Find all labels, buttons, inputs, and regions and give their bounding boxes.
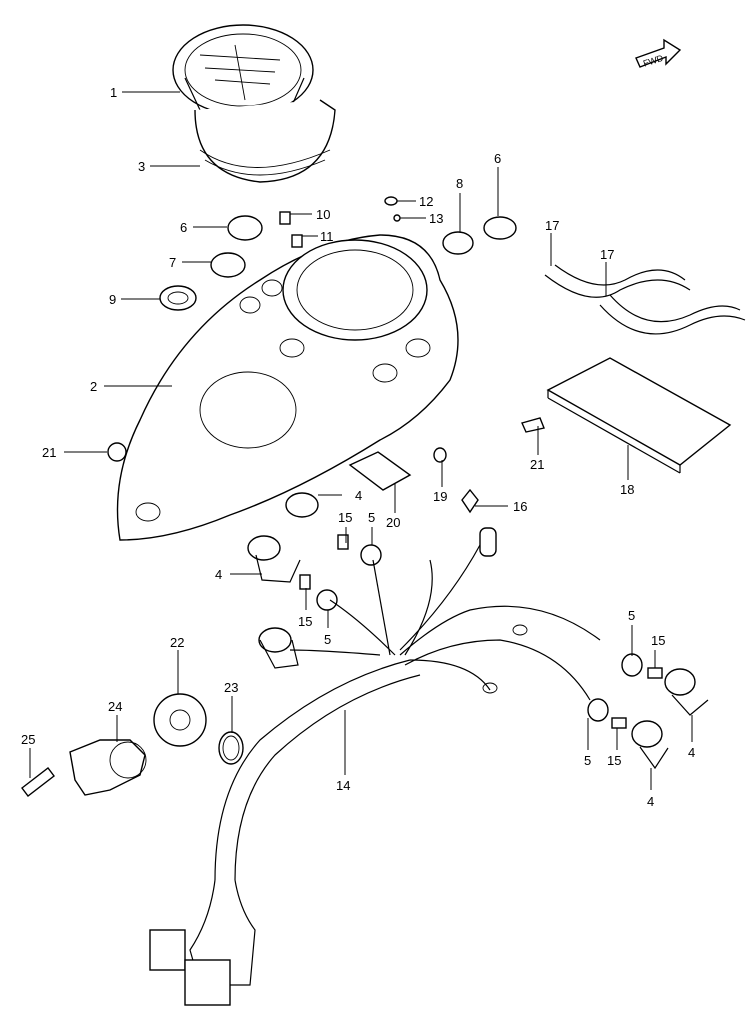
sensor-parts [21,693,244,797]
callout-4b: 4 [215,567,222,582]
callout-12: 12 [419,194,433,209]
callout-21b: 21 [530,457,544,472]
callout-4c: 4 [688,745,695,760]
callout-19: 19 [433,489,447,504]
speedometer-gauge [172,24,314,126]
callout-15c: 15 [651,633,665,648]
gauge-housing [194,99,336,183]
callout-8: 8 [456,176,463,191]
callout-24: 24 [108,699,122,714]
wiring-harness [149,544,601,1006]
callout-7: 7 [169,255,176,270]
callout-17a: 17 [545,218,559,233]
callout-15b: 15 [298,614,312,629]
callout-4a: 4 [355,488,362,503]
callout-5c: 5 [628,608,635,623]
callout-2: 2 [90,379,97,394]
callout-14: 14 [336,778,350,793]
indicator-lens [159,215,517,311]
callout-18: 18 [620,482,634,497]
callout-1: 1 [110,85,117,100]
callout-22: 22 [170,635,184,650]
callout-21a: 21 [42,445,56,460]
callout-16: 16 [513,499,527,514]
hose [544,264,746,335]
callout-4d: 4 [647,794,654,809]
fwd-arrow-icon: FWD [635,38,682,69]
callout-labels: 1 2 3 4 4 4 4 5 5 5 5 6 6 7 8 9 10 11 12… [21,85,695,809]
callout-15d: 15 [607,753,621,768]
callout-25: 25 [21,732,35,747]
callout-5a: 5 [368,510,375,525]
callout-3: 3 [138,159,145,174]
callout-15a: 15 [338,510,352,525]
pad [546,357,732,474]
cushion-block [348,451,412,491]
callout-17b: 17 [600,247,614,262]
callout-5d: 5 [584,753,591,768]
callout-10: 10 [316,207,330,222]
callout-13: 13 [429,211,443,226]
meter-panel [116,234,459,541]
callout-leaders [29,91,693,790]
callout-11: 11 [320,229,334,244]
callout-6b: 6 [494,151,501,166]
callout-20: 20 [386,515,400,530]
callout-23: 23 [224,680,238,695]
bulb-sockets [247,492,709,770]
callout-5b: 5 [324,632,331,647]
callout-9: 9 [109,292,116,307]
callout-6a: 6 [180,220,187,235]
